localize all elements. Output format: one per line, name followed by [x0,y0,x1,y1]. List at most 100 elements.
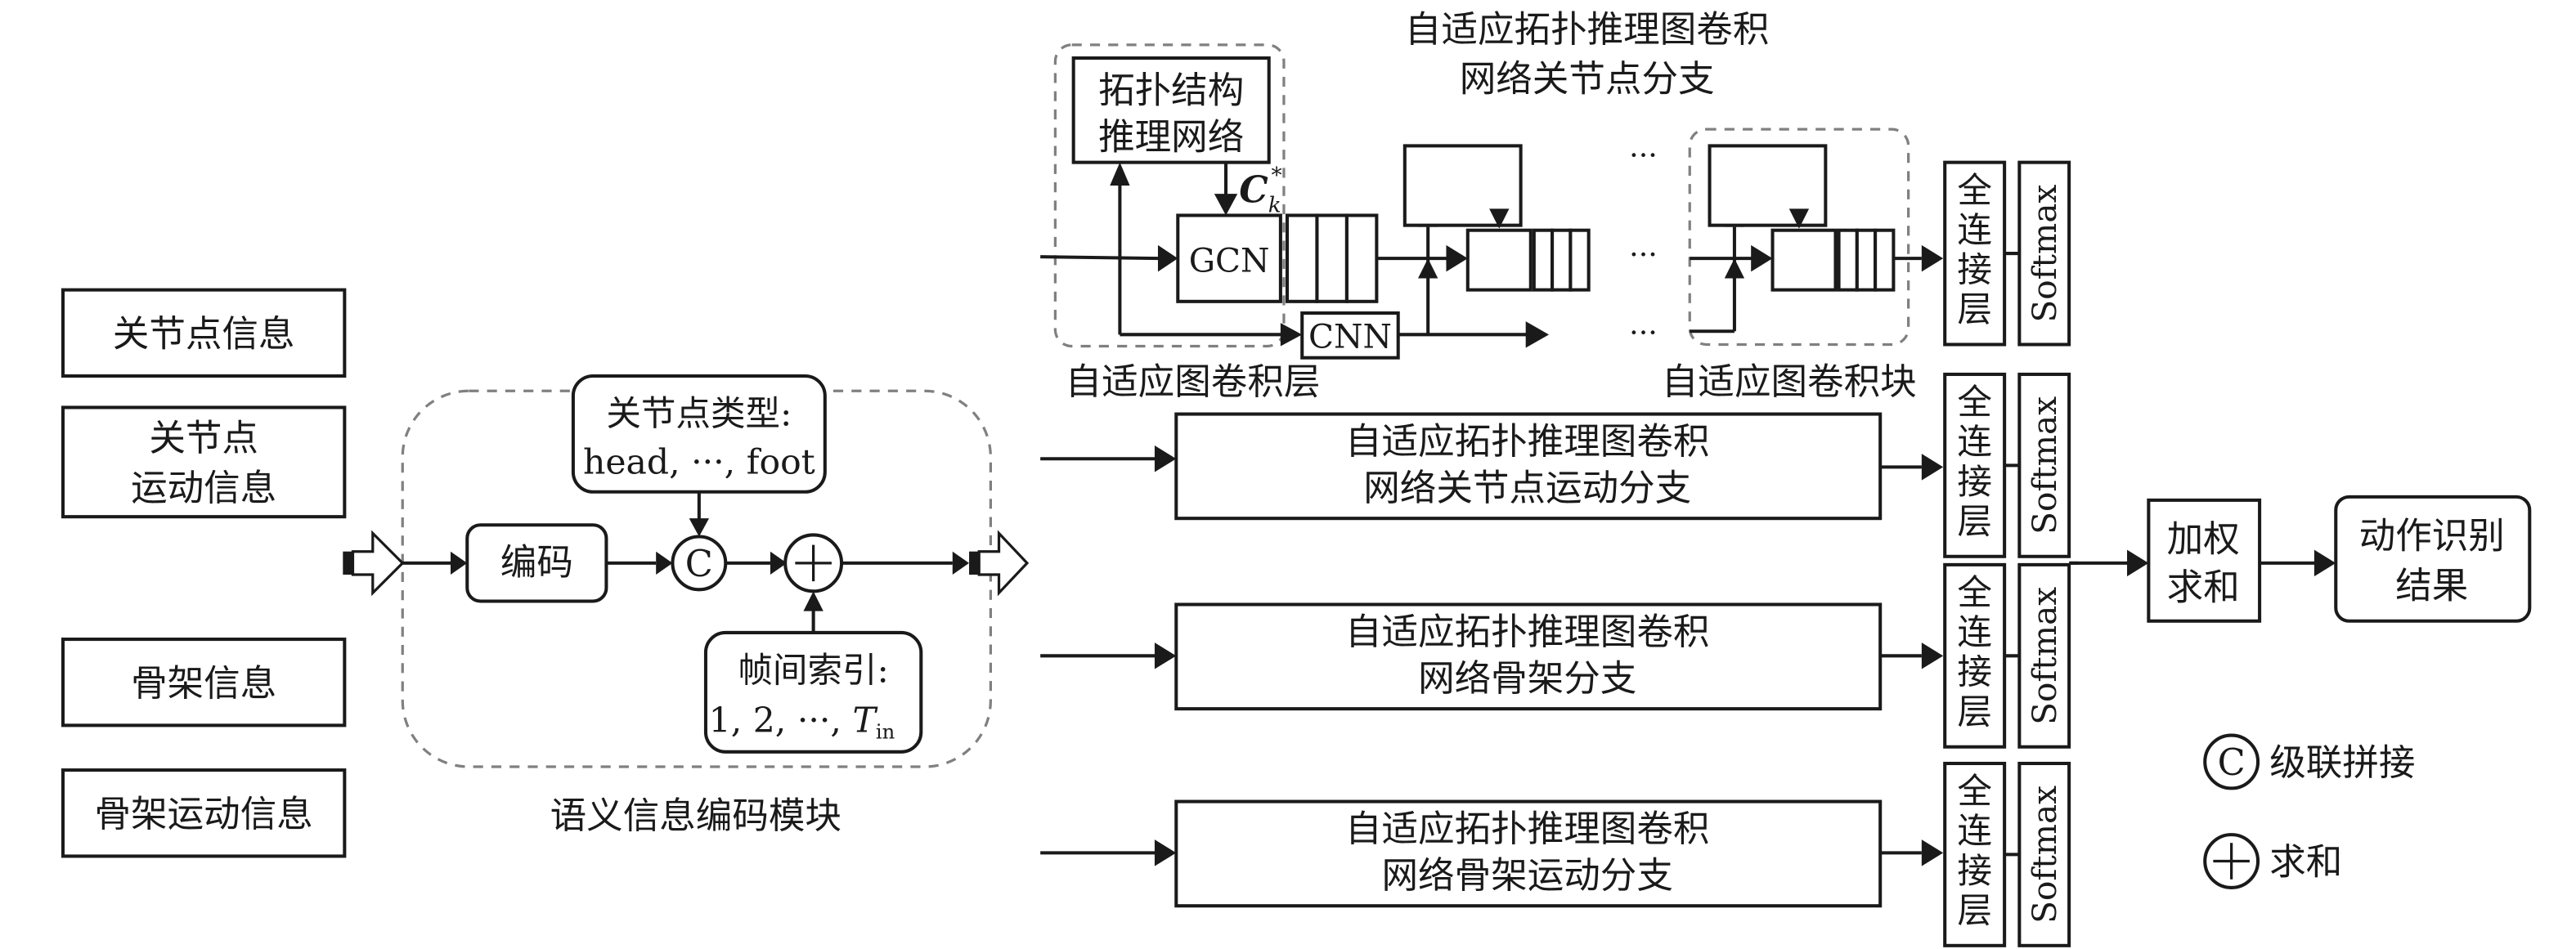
ck-sub: k [1268,193,1281,217]
ellipsis-mid: ··· [1629,237,1658,272]
input-joint-info: 关节点信息 [61,288,347,378]
ck-label: C [1239,168,1268,211]
fc-layer-char: 全 [1957,171,1992,211]
input-joint-motion-info: 关节点 运动信息 [61,405,347,519]
branch-bone-line2: 网络骨架分支 [1418,657,1636,700]
branch-bone-motion-line1: 自适应拓扑推理图卷积 [1345,808,1709,850]
cnn-label: CNN [1308,317,1392,356]
fc-layer-char: 全 [1957,383,1992,423]
joint-type-line2: head, ···, foot [583,442,815,482]
adaptive-gcn-block-frame [1688,128,1910,347]
legend-concat-symbol: C [2218,741,2246,784]
last-block-main-box [1770,228,1838,292]
semantic-module-caption: 语义信息编码模块 [550,795,841,837]
branch-bone: 自适应拓扑推理图卷积 网络骨架分支 [1040,602,1944,711]
softmax-label: Softmax [2025,786,2064,924]
hollow-arrow-in-icon [343,530,405,597]
joint-type-box: 关节点类型: head, ···, foot [571,374,827,494]
fc-layer-char: 连 [1957,423,1992,463]
weighted-sum-box: 加权 求和 [2147,498,2262,623]
frame-index-T: T [852,701,877,741]
fc-layer-char: 层 [1957,290,1992,330]
fc-layer-box [1943,372,2007,558]
result-line1: 动作识别 [2359,515,2505,557]
branch-bone-line1: 自适应拓扑推理图卷积 [1345,611,1709,653]
branch-joint-motion-line1: 自适应拓扑推理图卷积 [1345,420,1709,463]
fc-layer-char: 层 [1957,502,1992,542]
legend-concat: C 级联拼接 [2203,733,2415,790]
ellipsis-top: ··· [1629,138,1658,173]
joint-type-line1: 关节点类型: [606,395,792,435]
gcn-box: GCN [1176,213,1282,303]
legend-sum: 求和 [2203,833,2342,889]
branch-bone-motion-line2: 网络骨架运动分支 [1382,854,1673,897]
recognition-result-box: 动作识别 结果 [2334,495,2532,623]
fc-layer-char: 接 [1957,463,1992,503]
topology-network-line1: 拓扑结构 [1098,69,1244,112]
fc-layer-char: 连 [1957,812,1992,852]
fc-layer-char: 全 [1957,574,1992,614]
last-block-feature-stack [1837,228,1896,292]
branch-bone-motion: 自适应拓扑推理图卷积 网络骨架运动分支 [1040,799,1944,908]
legend: C 级联拼接 求和 [2203,733,2415,889]
softmax-label: Softmax [2025,587,2064,725]
legend-concat-label: 级联拼接 [2269,741,2415,784]
input-bone-motion-info-label: 骨架运动信息 [95,793,313,835]
fc-layer-char: 层 [1957,692,1992,732]
input-bone-info-label: 骨架信息 [131,662,276,705]
fc-layer-box [1943,160,2007,347]
input-joint-motion-line2: 运动信息 [131,467,276,509]
softmax-box [2017,761,2071,947]
input-bone-motion-info: 骨架运动信息 [61,768,347,858]
frame-index-line1: 帧间索引: [738,651,888,692]
fc-layer-char: 连 [1957,613,1992,653]
adaptive-gcn-layer-frame [1053,43,1286,348]
input-joint-info-label: 关节点信息 [113,313,295,356]
ck-sup: * [1272,163,1282,188]
legend-sum-label: 求和 [2269,841,2342,884]
input-bone-info: 骨架信息 [61,638,347,727]
ellipsis-bottom: ··· [1629,315,1658,350]
concat-node: C [671,535,728,592]
topology-network-box: 拓扑结构 推理网络 [1071,56,1271,164]
softmax-label: Softmax [2025,396,2064,535]
svg-text:1, 2, ···, Tin: 1, 2, ···, Tin [709,701,895,744]
frame-index-line2-prefix: 1, 2, ···, [709,701,853,741]
sum-node [783,533,844,593]
input-joint-motion-line1: 关节点 [149,417,258,459]
topology-network-line2: 推理网络 [1098,115,1244,158]
fc-layer-char: 全 [1957,772,1992,812]
result-line2: 结果 [2395,564,2468,607]
encode-box: 编码 [465,523,608,603]
concat-symbol: C [685,543,713,585]
cnn-box: CNN [1300,311,1400,360]
adaptive-gcn-layer-caption: 自适应图卷积层 [1066,360,1321,403]
last-block-attention-box [1708,144,1828,227]
joint-branch-title-line1: 自适应拓扑推理图卷积 [1405,8,1769,51]
fc-layer-char: 层 [1957,891,1992,931]
adaptive-gcn-block-caption: 自适应图卷积块 [1662,360,1917,403]
fc-layer-char: 连 [1957,211,1992,251]
softmax-box [2017,372,2071,558]
weighted-sum-line1: 加权 [2167,518,2240,561]
block1-main-box [1465,228,1533,292]
frame-index-box: 帧间索引: 1, 2, ···, Tin [703,630,923,754]
softmax-box [2017,562,2071,749]
branch-joint-motion-line2: 网络关节点运动分支 [1363,467,1691,509]
fc-layer-char: 接 [1957,251,1992,291]
branch-joint-motion: 自适应拓扑推理图卷积 网络关节点运动分支 [1040,412,1944,521]
softmax-box [2017,160,2071,347]
fc-layer-box [1943,761,2007,947]
hollow-arrow-out-icon [969,530,1030,597]
frame-index-T-sub: in [876,720,895,744]
fc-layer-char: 接 [1957,852,1992,892]
softmax-label: Softmax [2025,185,2064,323]
gcn-label: GCN [1189,240,1270,280]
svg-text:Ck*: Ck * [1239,163,1281,217]
encode-label: 编码 [500,541,573,584]
joint-branch-title-line2: 网络关节点分支 [1460,58,1715,101]
